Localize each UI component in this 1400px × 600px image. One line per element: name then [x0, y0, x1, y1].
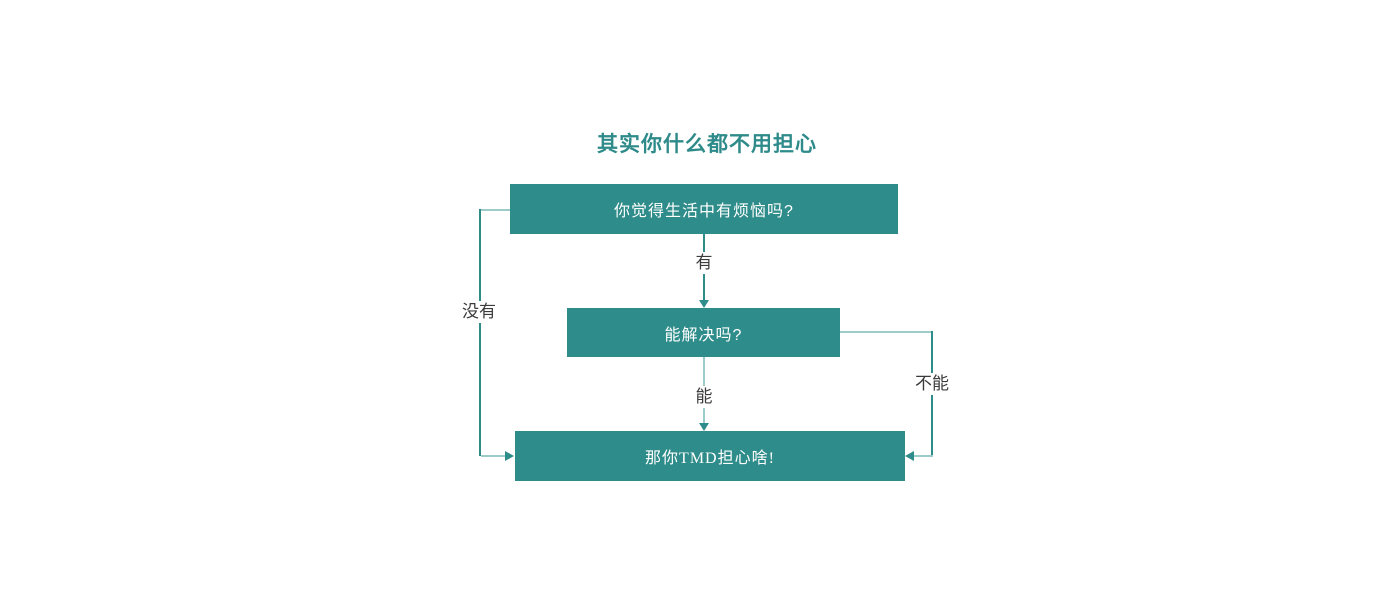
edge-q1-end-arrowhead-icon: [505, 451, 514, 461]
diagram-title: 其实你什么都不用担心: [597, 133, 817, 156]
edge-label-meiyou: 没有: [446, 301, 512, 323]
flow-node-conclusion[interactable]: 那你TMD担心啥!: [515, 431, 905, 481]
flow-node-has-worries-question[interactable]: 你觉得生活中有烦恼吗?: [510, 184, 898, 234]
edge-label-you: 有: [684, 252, 724, 274]
flow-node-can-solve-question[interactable]: 能解决吗?: [567, 308, 840, 357]
edge-q2-end-right-arrowhead-icon: [905, 451, 914, 461]
edge-q2-end-right-bottom-line: [914, 455, 933, 457]
edge-q2-end-right-top-line: [840, 331, 933, 333]
edge-q1-end-vertical-line: [479, 209, 481, 456]
edge-q1-end-top-line: [479, 209, 510, 211]
edge-q2-end-arrowhead-icon: [699, 423, 709, 431]
edge-q1-q2-arrowhead-icon: [699, 300, 709, 308]
edge-label-neng: 能: [684, 386, 724, 408]
edge-label-buneng: 不能: [899, 373, 965, 395]
edge-q1-end-bottom-line: [481, 455, 505, 457]
